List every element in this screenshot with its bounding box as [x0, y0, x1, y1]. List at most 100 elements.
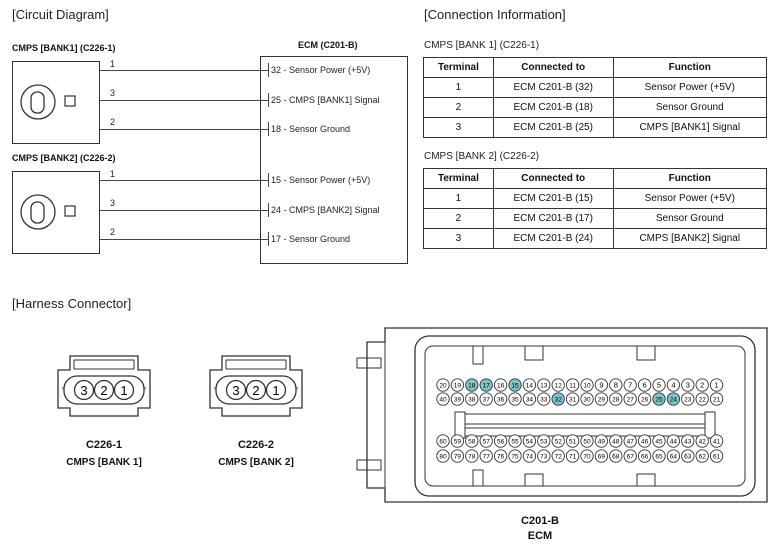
ecm-pin-label: 47 [627, 439, 635, 446]
wire [100, 129, 268, 130]
ecm-pin [551, 449, 565, 463]
ecm-pin [479, 449, 493, 463]
table-row: 1 ECM C201-B (15) Sensor Power (+5V) [423, 188, 768, 209]
ecm-pin [565, 378, 580, 392]
ecm-pin [479, 378, 493, 392]
ecm-pin [666, 392, 681, 406]
connected-cell: ECM C201-B (32) [492, 77, 614, 98]
terminal-cell: 2 [423, 208, 494, 229]
wire-pin-number: 2 [110, 117, 116, 127]
ecm-pin-label: 16 [497, 383, 505, 390]
ecm-pin [565, 434, 580, 448]
ecm-pin-label: 31 [569, 397, 577, 404]
wire [100, 70, 268, 71]
wire [100, 210, 268, 211]
table-row: 3 ECM C201-B (24) CMPS [BANK2] Signal [423, 228, 768, 249]
circuit-diagram-title: [Circuit Diagram] [12, 7, 109, 22]
c226-2-connector: 3 2 1 [209, 355, 303, 417]
c226-2-id: C226-2 [237, 439, 275, 451]
ecm-pin [594, 434, 609, 448]
connection-table-bank1: Terminal Connected to Function 1 ECM C20… [423, 57, 768, 138]
c201b-name: ECM [527, 530, 553, 542]
ecm-pin-label: 39 [454, 397, 462, 404]
ecm-pin-label: 58 [468, 439, 476, 446]
ecm-pin-label: 40 [439, 397, 447, 404]
ecm-pin-label: 1 [715, 381, 719, 390]
ecm-pin [623, 378, 637, 392]
terminal-cell: 3 [423, 117, 494, 138]
ecm-pin [551, 434, 565, 448]
ecm-pin [436, 378, 450, 392]
ecm-pin [465, 392, 479, 406]
ecm-pin-label: 78 [468, 454, 476, 461]
connected-cell: ECM C201-B (24) [492, 228, 614, 249]
ecm-terminal-tick [268, 122, 269, 136]
header-function: Function [612, 57, 768, 78]
pin-label: 3 [232, 383, 239, 398]
bank1-sensor-box [12, 61, 100, 144]
ecm-pin-label: 44 [670, 439, 678, 446]
ecm-pin-label: 27 [627, 397, 635, 404]
ecm-pin-label: 5 [657, 381, 661, 390]
ecm-box [260, 56, 408, 264]
ecm-pin [637, 434, 652, 448]
ecm-pin [623, 434, 637, 448]
ecm-pin-label: 7 [628, 381, 632, 390]
ecm-pin [709, 449, 724, 463]
ecm-pin-label: 12 [555, 383, 563, 390]
wire-pin-number: 1 [110, 59, 116, 69]
ecm-pin [436, 392, 450, 406]
function-cell: Sensor Power (+5V) [612, 188, 768, 209]
c226-1-id: C226-1 [85, 439, 123, 451]
ecm-pin-label: 59 [454, 439, 462, 446]
harness-connector-title: [Harness Connector] [12, 296, 132, 311]
ecm-pin-label: 71 [569, 454, 577, 461]
ecm-pin-label: 46 [641, 439, 649, 446]
ecm-pin-label: 38 [468, 397, 476, 404]
function-cell: CMPS [BANK2] Signal [612, 228, 768, 249]
pin-label: 2 [100, 383, 107, 398]
ecm-pin [580, 378, 594, 392]
ecm-pin-label: 15 [511, 383, 519, 390]
ecm-pin [580, 449, 594, 463]
ecm-pin-label: 11 [569, 383, 576, 390]
ecm-pin-label: 30 [583, 397, 591, 404]
ecm-pin-label: 3 [686, 381, 690, 390]
connection-table-bank2: Terminal Connected to Function 1 ECM C20… [423, 168, 768, 249]
ecm-pin [508, 434, 522, 448]
ecm-pin-label: 57 [483, 439, 491, 446]
ecm-pin-label: 73 [540, 454, 548, 461]
ecm-pin-label: 69 [598, 454, 606, 461]
ecm-pin [580, 392, 594, 406]
ecm-pin [465, 378, 479, 392]
ecm-pin-label: 25 [655, 397, 663, 404]
bank1-sensor-label: CMPS [BANK1] (C226-1) [12, 43, 116, 53]
ecm-pin [537, 434, 551, 448]
table2-title: CMPS [BANK 2] (C226-2) [424, 151, 540, 162]
header-connected-to: Connected to [492, 57, 614, 78]
wire [100, 180, 268, 181]
ecm-pin [623, 449, 637, 463]
function-cell: Sensor Ground [612, 97, 768, 118]
ecm-pin-label: 24 [670, 397, 678, 404]
ecm-pin [695, 434, 709, 448]
ecm-pin-label: 34 [526, 397, 534, 404]
ecm-pin [623, 392, 637, 406]
ecm-pin-label: 76 [497, 454, 505, 461]
ecm-pin [493, 378, 508, 392]
ecm-pin [609, 378, 623, 392]
wire [100, 100, 268, 101]
ecm-pin [493, 449, 508, 463]
ecm-terminal-tick [268, 93, 269, 107]
ecm-pin-label: 19 [454, 383, 462, 390]
ecm-pin-label: 29 [598, 397, 606, 404]
ecm-pin-label: 68 [612, 454, 620, 461]
header-connected-to: Connected to [492, 168, 614, 189]
ecm-pin [565, 449, 580, 463]
ecm-pin [709, 392, 724, 406]
ecm-pin [652, 378, 666, 392]
table1-title: CMPS [BANK 1] (C226-1) [424, 40, 540, 51]
ecm-pin-label: 75 [511, 454, 519, 461]
ecm-pin-label: 20 [439, 383, 447, 390]
ecm-pin-label: 72 [555, 454, 563, 461]
